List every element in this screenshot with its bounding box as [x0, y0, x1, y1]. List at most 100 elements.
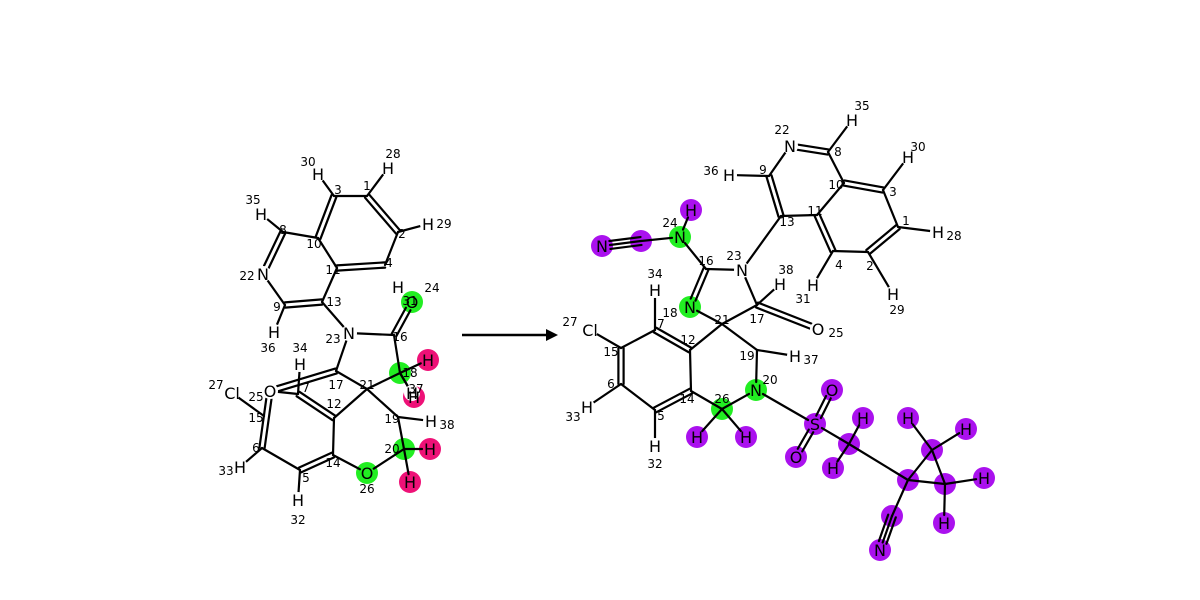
atom-index-label: 38 — [778, 263, 793, 277]
atom-index-label: 7 — [657, 317, 665, 331]
atom-index-label: 1 — [363, 179, 371, 193]
bond-line — [398, 362, 422, 375]
atom-index-label: 37 — [408, 382, 423, 396]
bond-line — [334, 339, 348, 373]
atom-highlight — [680, 199, 702, 221]
bond-line — [320, 266, 339, 304]
atom-symbol: H — [408, 388, 420, 407]
atom-index-label: 5 — [302, 471, 310, 485]
bond-line — [367, 193, 402, 232]
atom-symbol: Cl — [582, 321, 598, 340]
bond-line — [831, 249, 870, 254]
atom-symbol: H — [422, 351, 434, 370]
atom-symbol: H — [827, 459, 839, 478]
bond-line — [595, 332, 623, 350]
bond-line — [868, 227, 901, 256]
atom-symbol: H — [685, 201, 697, 220]
bond-line — [275, 367, 337, 388]
atom-index-label: 26 — [359, 482, 374, 496]
bond-line — [683, 242, 708, 271]
atom-index-label: 2 — [398, 227, 406, 241]
atom-symbol: S — [810, 415, 820, 434]
atom-index-label: 30 — [300, 155, 315, 169]
atom-index-label: 38 — [439, 418, 454, 432]
bond-line — [276, 390, 300, 396]
bond-line — [796, 148, 829, 156]
bond-line — [297, 451, 334, 469]
atom-index-label: 29 — [436, 217, 451, 231]
atom-backdrop — [341, 325, 357, 341]
atom-symbol: H — [740, 428, 752, 447]
atom-backdrop — [253, 206, 269, 222]
atom-symbol: N — [750, 381, 762, 400]
atom-backdrop — [232, 459, 248, 475]
atom-backdrop — [404, 385, 420, 401]
bond-line — [826, 150, 846, 185]
atom-index-label: 25 — [828, 326, 843, 340]
bond-line — [266, 279, 287, 307]
bond-line — [826, 125, 849, 154]
bond-line — [836, 442, 851, 463]
bond-line — [815, 394, 828, 417]
atom-highlight — [591, 235, 613, 257]
bond-line — [765, 175, 780, 218]
atom-index-label: 28 — [946, 229, 961, 243]
atom-symbol: H — [938, 514, 950, 533]
bond-line — [813, 214, 832, 254]
atom-index-label: 14 — [325, 456, 340, 470]
bond-line — [943, 482, 947, 517]
atom-symbol: H — [422, 215, 434, 234]
atom-index-label: 15 — [248, 411, 263, 425]
bond-line — [275, 303, 287, 326]
bond-line — [260, 446, 302, 472]
bond-line — [744, 276, 759, 307]
atom-backdrop — [787, 348, 803, 364]
atom-symbol: H — [902, 148, 914, 167]
atom-index-label: 26 — [714, 392, 729, 406]
atom-highlight — [897, 407, 919, 429]
atom-symbol: H — [312, 165, 324, 184]
bond-line — [890, 478, 910, 518]
atom-symbol: O — [361, 464, 374, 483]
atom-index-label: 31 — [402, 294, 417, 308]
atom-index-label: 19 — [384, 412, 399, 426]
atom-symbol: H — [425, 412, 437, 431]
atom-symbol: H — [691, 428, 703, 447]
bond-line — [321, 179, 336, 198]
bond-line — [619, 328, 657, 350]
bond-line — [267, 232, 287, 269]
bond-line — [297, 468, 302, 494]
bond-line — [754, 306, 811, 330]
atom-symbol: H — [255, 205, 267, 224]
atom-index-label: 17 — [749, 312, 764, 326]
bond-line — [796, 428, 810, 450]
atom-index-label: 20 — [762, 373, 777, 387]
bond-line — [755, 288, 776, 307]
atom-symbol: H — [234, 458, 246, 477]
bond-line — [334, 369, 369, 391]
atom-backdrop — [380, 160, 396, 176]
atom-symbol: H — [932, 223, 944, 242]
bond-line — [372, 447, 406, 470]
atom-index-label: 7 — [302, 381, 310, 395]
bond-line — [755, 348, 789, 356]
atom-index-label: 18 — [402, 366, 417, 380]
atom-backdrop — [310, 166, 326, 182]
bond-line — [720, 392, 751, 411]
bond-line — [619, 382, 657, 412]
atom-symbol: H — [392, 278, 404, 297]
atom-index-label: 15 — [603, 345, 618, 359]
bond-line — [316, 236, 339, 270]
atom-backdrop — [885, 286, 901, 302]
atom-symbol: O — [264, 382, 277, 401]
atom-index-label: 34 — [292, 341, 307, 355]
atom-index-label: 24 — [424, 281, 439, 295]
bond-line — [392, 333, 402, 375]
bond-line — [885, 516, 897, 545]
atom-index-label: 18 — [662, 306, 677, 320]
atom-index-label: 29 — [889, 303, 904, 317]
atom-index-label: 35 — [245, 193, 260, 207]
atom-index-label: 35 — [854, 99, 869, 113]
bond-line — [865, 223, 898, 252]
